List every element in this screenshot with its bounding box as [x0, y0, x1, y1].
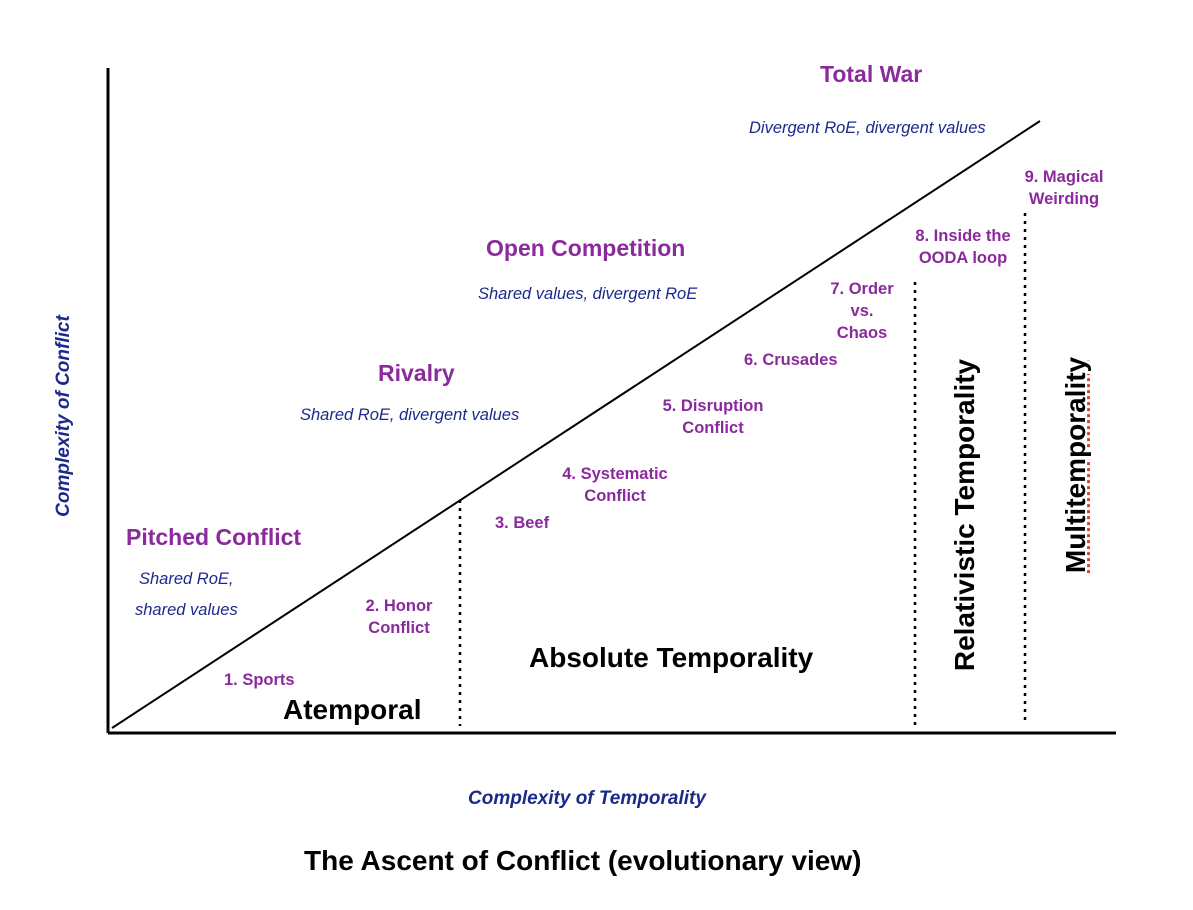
diagram-title: The Ascent of Conflict (evolutionary vie… — [304, 845, 862, 876]
category-open-competition: Open Competition — [486, 235, 686, 261]
item-2-honor-conflict: 2. Honor Conflict — [366, 595, 433, 639]
item-9-line1: 9. Magical — [1024, 168, 1104, 186]
item-7-order-vs-chaos: 7. Order vs. Chaos — [830, 278, 893, 344]
item-5-disruption-conflict: 5. Disruption Conflict — [663, 395, 764, 439]
item-8-inside-ooda-loop: 8. Inside the OODA loop — [915, 225, 1010, 269]
category-rivalry-desc: Shared RoE, divergent values — [300, 406, 520, 424]
item-9-line2: Weirding — [1028, 190, 1100, 208]
item-1-sports: 1. Sports — [224, 671, 295, 689]
era-relativistic-temporality: Relativistic Temporality — [949, 358, 980, 672]
y-axis-label: Complexity of Conflict — [53, 315, 74, 517]
item-5-line1: 5. Disruption — [662, 397, 764, 415]
ascent-diagonal-line — [111, 120, 1041, 729]
era-multitemporality-text: Multitemporality — [1060, 356, 1091, 574]
item-8-line1: 8. Inside the — [915, 227, 1011, 245]
era-atemporal: Atemporal — [283, 694, 422, 725]
category-open-competition-desc: Shared values, divergent RoE — [478, 285, 698, 303]
item-3-beef: 3. Beef — [495, 514, 550, 532]
item-7-line3: Chaos — [836, 324, 888, 342]
category-pitched-conflict-desc-line2: shared values — [135, 601, 238, 619]
category-total-war: Total War — [820, 61, 923, 87]
x-axis-label: Complexity of Temporality — [468, 788, 706, 809]
item-9-magical-weirding: 9. Magical Weirding — [1025, 166, 1104, 210]
item-7-line1: 7. Order — [830, 280, 894, 298]
item-4-line1: 4. Systematic — [562, 465, 668, 483]
item-7-line2: vs. — [850, 302, 874, 320]
item-4-systematic-conflict: 4. Systematic Conflict — [562, 463, 667, 507]
item-4-line2: Conflict — [584, 487, 646, 505]
category-rivalry: Rivalry — [378, 360, 455, 386]
item-6-crusades: 6. Crusades — [744, 351, 838, 369]
category-total-war-desc: Divergent RoE, divergent values — [749, 119, 986, 137]
item-5-line2: Conflict — [682, 419, 744, 437]
era-multitemporality: Multitemporality — [1060, 357, 1092, 573]
category-pitched-conflict: Pitched Conflict — [126, 524, 302, 550]
era-absolute-temporality: Absolute Temporality — [529, 642, 814, 673]
item-8-line2: OODA loop — [918, 249, 1008, 267]
item-2-line2: Conflict — [368, 619, 430, 637]
item-2-line1: 2. Honor — [365, 597, 433, 615]
category-pitched-conflict-desc-line1: Shared RoE, — [139, 570, 234, 588]
